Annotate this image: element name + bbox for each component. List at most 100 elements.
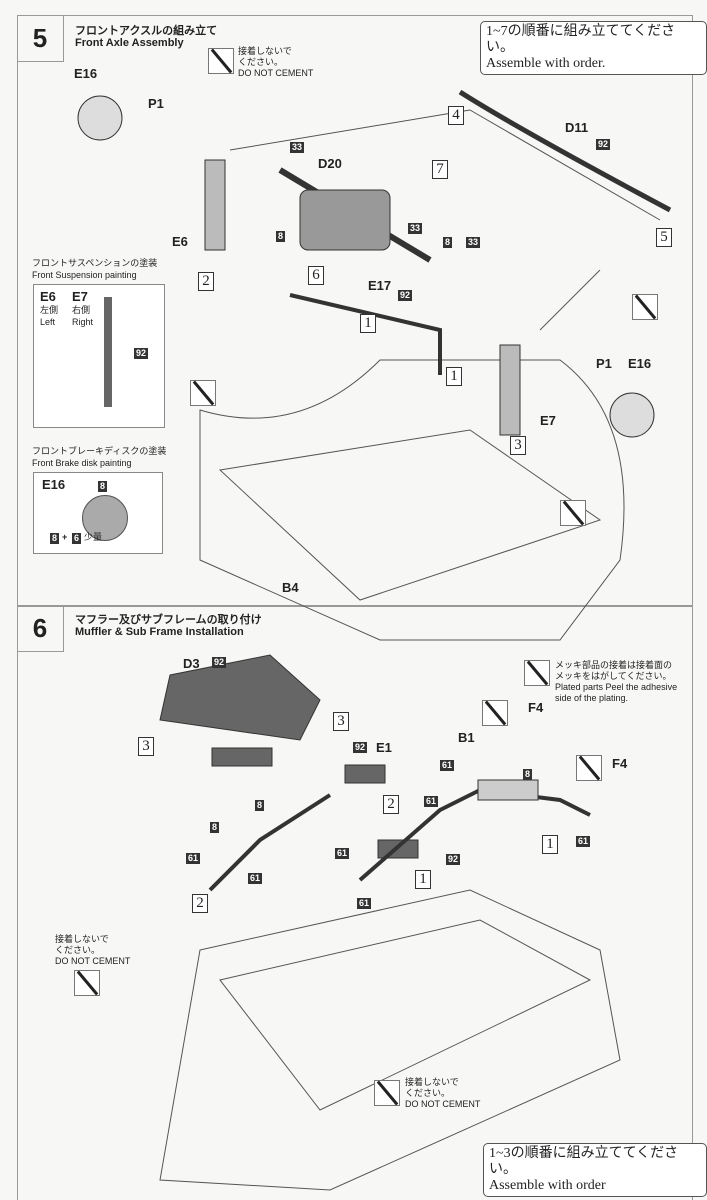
part-label: E6 xyxy=(172,234,188,249)
do-not-cement-icon xyxy=(74,970,100,996)
part-label: E7 xyxy=(540,413,556,428)
part-label: F4 xyxy=(528,700,544,715)
order-number: 1 xyxy=(360,314,376,333)
color-badge: 8 xyxy=(98,481,108,492)
order-number: 2 xyxy=(198,272,214,291)
color-badge: 61 xyxy=(440,760,455,771)
part-label: E1 xyxy=(376,740,392,755)
do-not-cement-icon xyxy=(632,294,658,320)
mix-note: 少量 xyxy=(84,532,103,542)
order-number: 2 xyxy=(192,894,208,913)
color-badge: 61 xyxy=(335,848,350,859)
do-not-cement-note: 接着しないでください。DO NOT CEMENT xyxy=(238,46,314,78)
color-badge: 92 xyxy=(353,742,368,753)
color-badge: 33 xyxy=(466,237,481,248)
plus-sign: + xyxy=(62,532,68,542)
stabilizer xyxy=(289,293,442,375)
step-title-en: Front Axle Assembly xyxy=(75,37,184,49)
color-badge: 6 xyxy=(72,533,82,544)
suspension-painting-panel: E6 E7 左側 右側 Left Right 92 xyxy=(33,284,165,428)
order-note-jp: 1~7の順番に組み立ててください。 xyxy=(486,24,676,55)
suspension-title-en: Front Suspension painting xyxy=(32,270,137,280)
order-number: 6 xyxy=(308,266,324,285)
color-badge: 92 xyxy=(398,290,413,301)
right-jp: 右側 xyxy=(72,305,91,315)
order-note-en: Assemble with order. xyxy=(486,56,606,71)
brake-title-en: Front Brake disk painting xyxy=(32,458,132,468)
part-label: E16 xyxy=(42,477,66,492)
do-not-cement-note: 接着しないでください。DO NOT CEMENT xyxy=(405,1077,481,1109)
step-number: 6 xyxy=(17,605,64,652)
order-number: 1 xyxy=(415,870,431,889)
do-not-cement-icon xyxy=(374,1080,400,1106)
color-badge: 92 xyxy=(134,348,149,359)
color-badge: 8 xyxy=(50,533,60,544)
color-badge: 92 xyxy=(212,657,227,668)
order-note-en: Assemble with order xyxy=(489,1178,606,1193)
suspension-title-jp: フロントサスペンションの塗装 xyxy=(32,258,158,268)
muffler-pipe xyxy=(208,793,332,892)
part-label: E16 xyxy=(628,356,652,371)
color-badge: 92 xyxy=(596,139,611,150)
order-number: 1 xyxy=(446,367,462,386)
part-label: E16 xyxy=(74,66,98,81)
brake-title-jp: フロントブレーキディスクの塗装 xyxy=(32,446,167,456)
step6-frame xyxy=(17,605,693,1200)
part-label: B1 xyxy=(458,730,475,745)
part-label: E7 xyxy=(72,289,88,304)
plated-parts-note: メッキ部品の接着は接着面のメッキをはがしてください。Plated parts P… xyxy=(555,660,678,703)
tie-rod xyxy=(458,89,672,213)
order-note-jp: 1~3の順番に組み立ててください。 xyxy=(489,1146,679,1177)
part-label: E17 xyxy=(368,278,392,293)
order-note: 1~3の順番に組み立ててください。Assemble with order xyxy=(483,1143,707,1197)
part-label: B4 xyxy=(282,580,299,595)
color-badge: 33 xyxy=(408,223,423,234)
chassis-outline xyxy=(199,359,625,641)
step-title-jp: フロントアクスルの組み立て xyxy=(75,25,218,37)
part-label: D11 xyxy=(565,120,589,135)
color-badge: 8 xyxy=(276,231,286,242)
sub-frame xyxy=(159,654,321,741)
color-badge: 61 xyxy=(424,796,439,807)
chassis-outline-2 xyxy=(159,889,621,1191)
part-label: F4 xyxy=(612,756,628,771)
plated-parts-icon xyxy=(576,755,602,781)
step-title-jp: マフラー及びサブフレームの取り付け xyxy=(75,614,262,626)
step-number: 5 xyxy=(17,15,64,62)
order-number: 5 xyxy=(656,228,672,247)
plated-parts-icon xyxy=(482,700,508,726)
order-note: 1~7の順番に組み立ててください。Assemble with order. xyxy=(480,21,707,75)
order-number: 1 xyxy=(542,835,558,854)
do-not-cement-icon xyxy=(560,500,586,526)
part-label: E6 xyxy=(40,289,56,304)
color-badge: 8 xyxy=(255,800,265,811)
do-not-cement-icon xyxy=(208,48,234,74)
brake-painting-panel: E16 8 8 + 6 少量 xyxy=(33,472,163,554)
color-badge: 61 xyxy=(357,898,372,909)
color-badge: 61 xyxy=(248,873,263,884)
color-badge: 61 xyxy=(576,836,591,847)
left-jp: 左側 xyxy=(40,305,59,315)
left-en: Left xyxy=(40,317,56,327)
order-number: 2 xyxy=(383,795,399,814)
suspension-strut xyxy=(104,297,112,407)
right-en: Right xyxy=(72,317,94,327)
color-badge: 8 xyxy=(210,822,220,833)
order-number: 3 xyxy=(510,436,526,455)
order-number: 3 xyxy=(138,737,154,756)
step-title-en: Muffler & Sub Frame Installation xyxy=(75,626,244,638)
part-label: D3 xyxy=(183,656,200,671)
part-label: P1 xyxy=(148,96,164,111)
brake-disc-icon xyxy=(82,495,128,541)
do-not-cement-icon xyxy=(190,380,216,406)
color-badge: 92 xyxy=(446,854,461,865)
step5-frame xyxy=(17,15,693,607)
color-badge: 8 xyxy=(443,237,453,248)
brake-disc xyxy=(77,95,123,141)
plated-parts-icon xyxy=(524,660,550,686)
part-label: D20 xyxy=(318,156,342,171)
differential xyxy=(299,189,391,251)
order-number: 7 xyxy=(432,160,448,179)
